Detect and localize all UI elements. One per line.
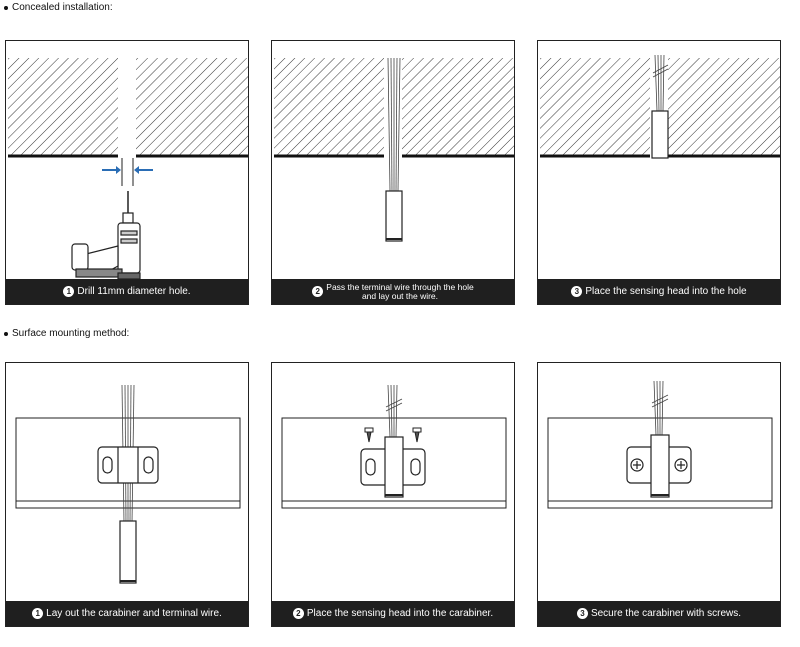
arrow-right-icon: [102, 166, 121, 174]
screw-icon: [412, 427, 422, 443]
wall-hatch-right: [668, 58, 780, 155]
surface-step-1-caption: 1 Lay out the carabiner and terminal wir…: [6, 601, 248, 626]
step-number-badge: 1: [32, 608, 44, 619]
arrow-left-icon: [134, 166, 153, 174]
terminal-wire-icon: [387, 57, 401, 192]
wall-hatch-left: [8, 58, 118, 155]
screw-head-icon: [674, 458, 688, 472]
surface-section-title: Surface mounting method:: [4, 328, 129, 339]
terminal-wire-icon: [385, 384, 403, 438]
terminal-wire-icon: [651, 380, 669, 436]
carabiner-icon: [97, 446, 159, 484]
sensing-head-icon: [385, 190, 403, 242]
surface-step-3-caption: 3 Secure the carabiner with screws.: [538, 601, 780, 626]
sensing-head-icon: [651, 110, 669, 159]
concealed-section-title: Concealed installation:: [4, 2, 113, 13]
wall-hatch-right: [136, 58, 248, 155]
step-number-badge: 1: [63, 286, 75, 297]
concealed-step-3-caption: 3 Place the sensing head into the hole: [538, 279, 780, 304]
surface-step-2-caption: 2 Place the sensing head into the carabi…: [272, 601, 514, 626]
sensing-head-icon: [119, 520, 137, 584]
sensing-head-icon: [384, 436, 404, 498]
concealed-step-2-panel: 2 Pass the terminal wire through the hol…: [271, 40, 515, 305]
surface-step-3-panel: 3 Secure the carabiner with screws.: [537, 362, 781, 627]
surface-step-2-panel: 2 Place the sensing head into the carabi…: [271, 362, 515, 627]
bullet-icon: [4, 5, 8, 10]
sensing-head-icon: [650, 434, 670, 498]
screw-head-icon: [630, 458, 644, 472]
step-number-badge: 2: [312, 286, 324, 297]
step-number-badge: 2: [292, 608, 304, 619]
concealed-step-1-panel: 1 Drill 11mm diameter hole.: [5, 40, 249, 305]
wall-hatch-right: [402, 58, 514, 155]
step-number-badge: 3: [571, 286, 583, 297]
wall-hatch-left: [540, 58, 650, 155]
terminal-wire-icon: [652, 54, 669, 112]
surface-step-1-panel: 1 Lay out the carabiner and terminal wir…: [5, 362, 249, 627]
concealed-step-2-caption: 2 Pass the terminal wire through the hol…: [272, 279, 514, 304]
wall-hatch-left: [274, 58, 384, 155]
concealed-step-1-caption: 1 Drill 11mm diameter hole.: [6, 279, 248, 304]
bullet-icon: [4, 331, 8, 336]
drill-icon: [71, 191, 141, 280]
screw-icon: [364, 427, 374, 443]
concealed-step-3-panel: 3 Place the sensing head into the hole: [537, 40, 781, 305]
step-number-badge: 3: [576, 608, 588, 619]
